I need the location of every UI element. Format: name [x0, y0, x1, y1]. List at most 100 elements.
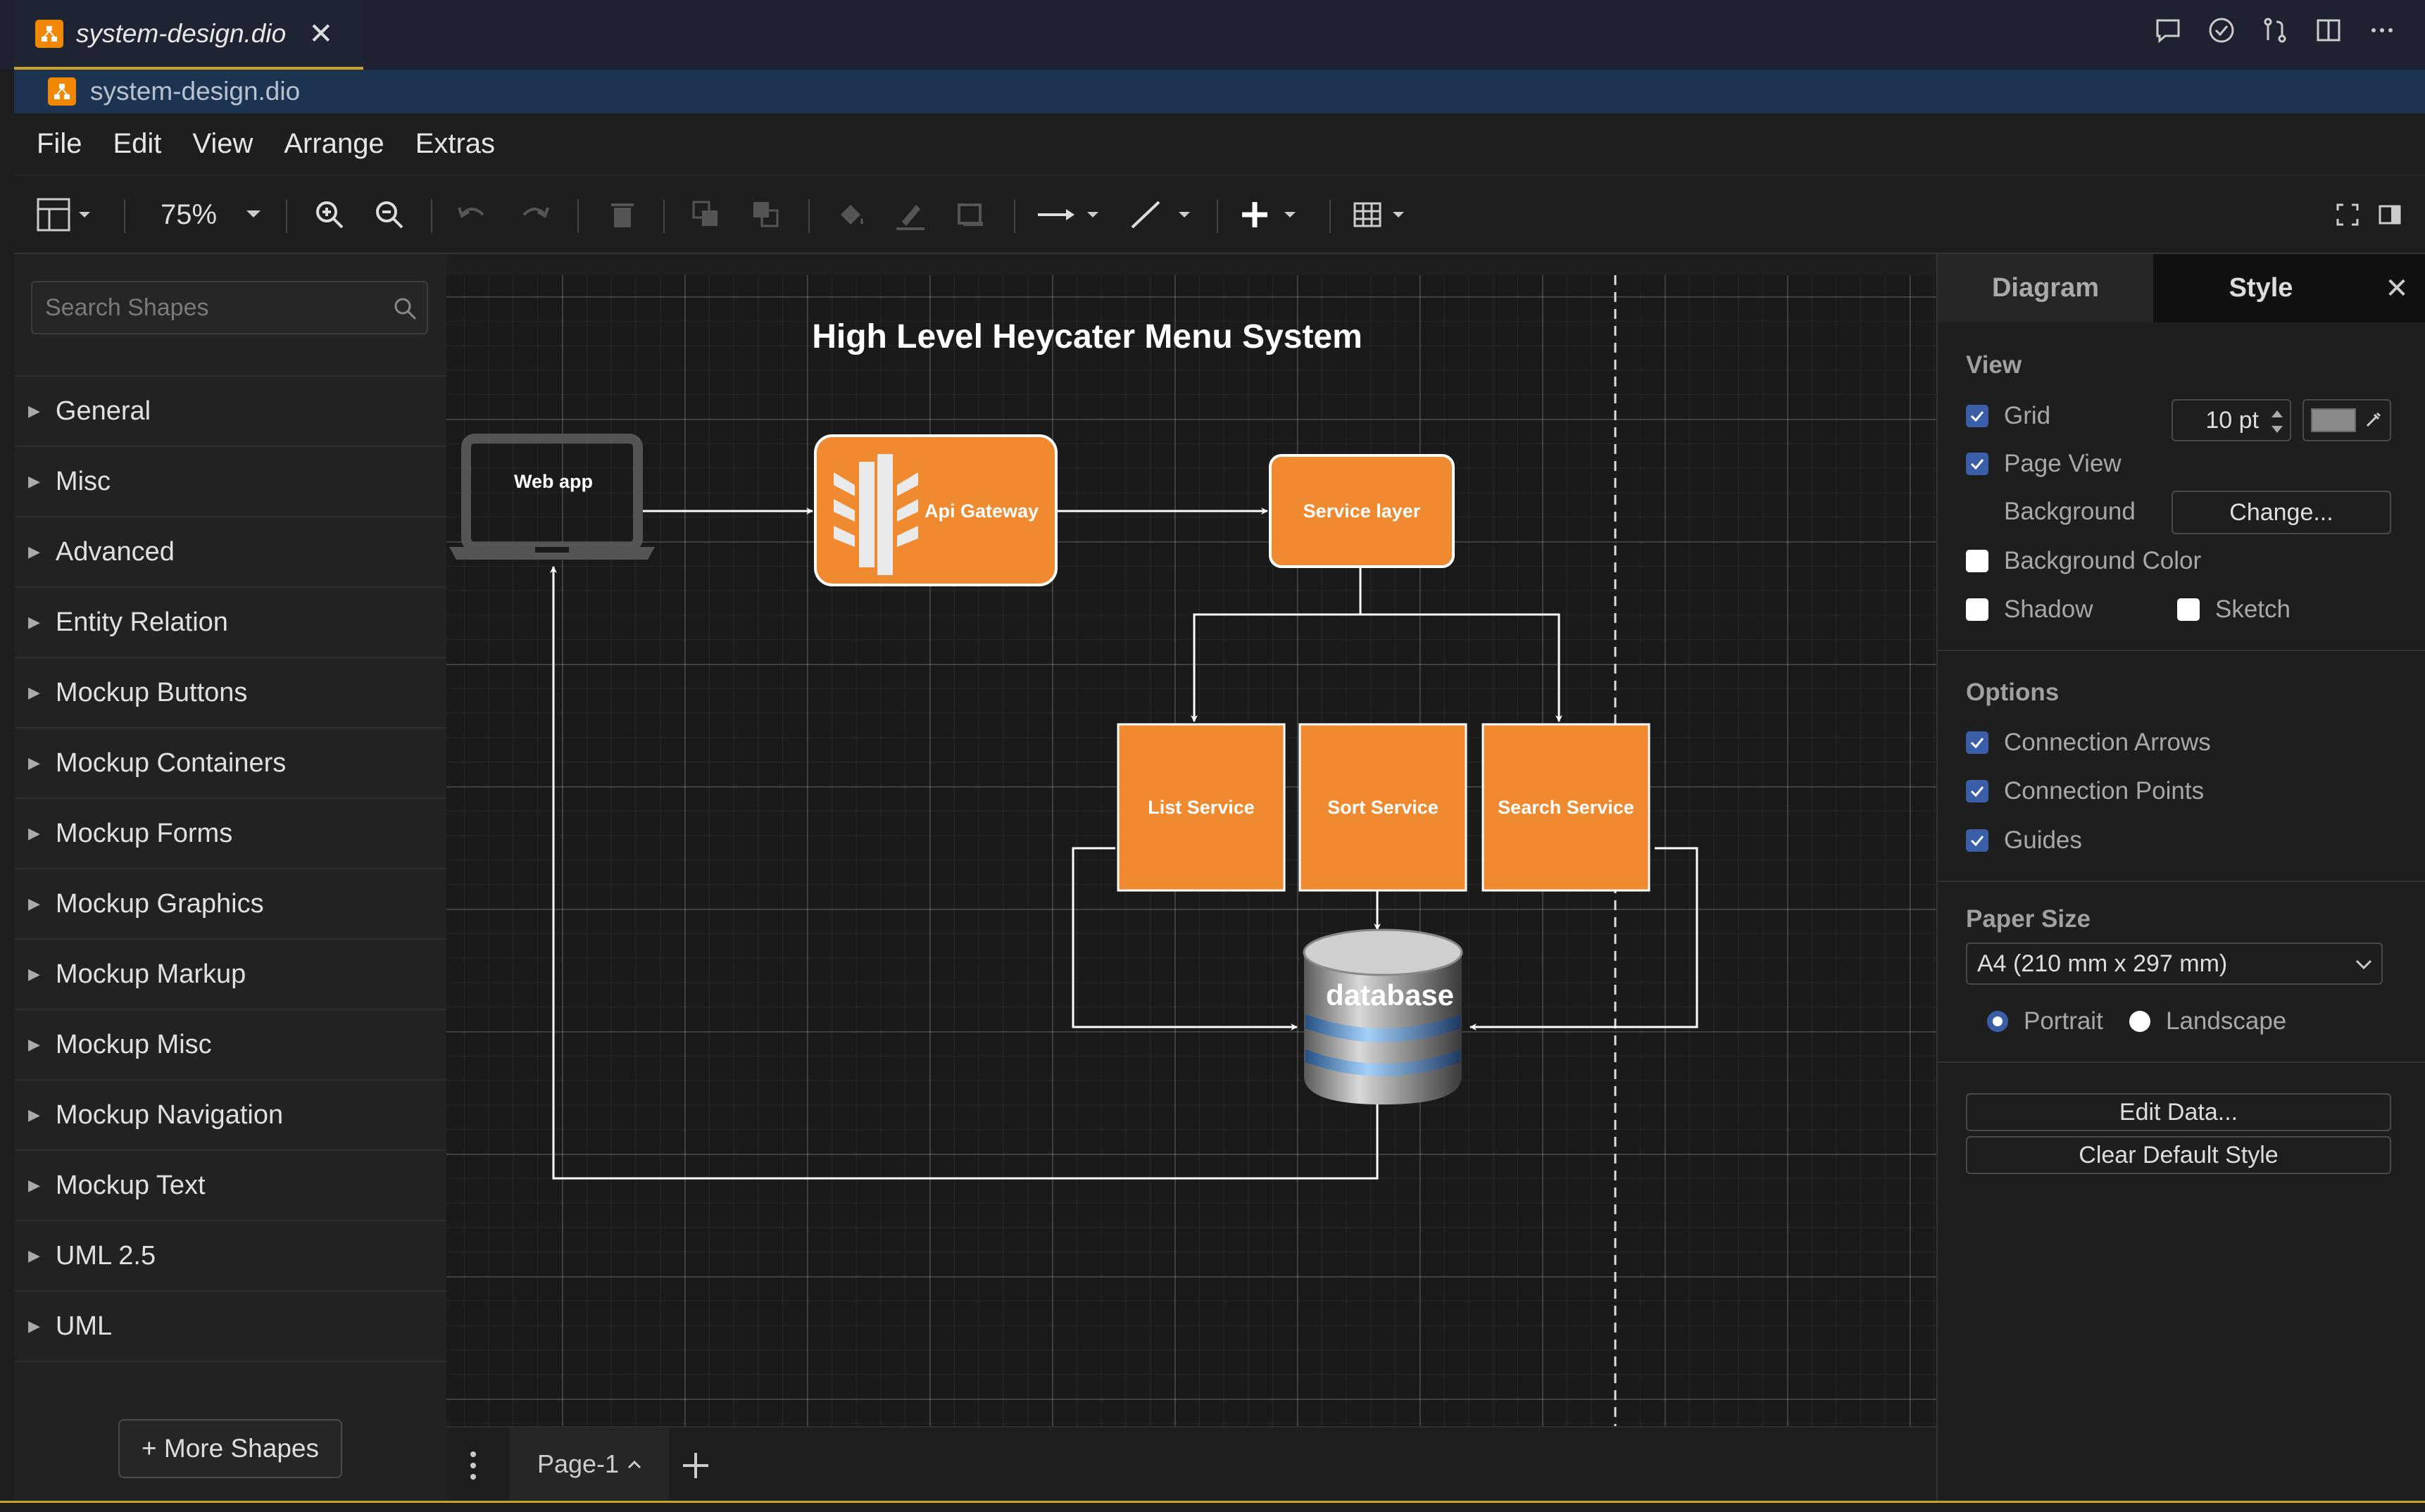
landscape-radio[interactable]: [2129, 1011, 2150, 1032]
category-mockup-forms[interactable]: ▶Mockup Forms: [14, 798, 446, 868]
delete-icon[interactable]: [603, 195, 642, 234]
shadow-icon[interactable]: [951, 195, 990, 234]
diagram-title[interactable]: High Level Heycater Menu System: [812, 318, 1362, 355]
toggle-format-panel-icon[interactable]: [2373, 195, 2407, 234]
tab-diagram[interactable]: Diagram: [1938, 254, 2153, 322]
breadcrumb-file[interactable]: system-design.dio: [90, 77, 301, 106]
category-advanced[interactable]: ▶Advanced: [14, 516, 446, 586]
table-button[interactable]: [1351, 195, 1428, 234]
more-shapes-button[interactable]: + More Shapes: [118, 1419, 342, 1478]
fullscreen-icon[interactable]: [2331, 195, 2364, 234]
line-color-icon[interactable]: [891, 195, 930, 234]
zoom-in-icon[interactable]: [310, 195, 349, 234]
eyedropper-icon[interactable]: [2363, 410, 2383, 430]
to-back-icon[interactable]: [746, 195, 786, 234]
paper-size-select[interactable]: A4 (210 mm x 297 mm): [1966, 943, 2383, 985]
category-uml[interactable]: ▶UML: [14, 1290, 446, 1361]
background-color-option[interactable]: Background Color: [1966, 547, 2201, 575]
edge-servicelayer-list[interactable]: [1191, 566, 1362, 722]
diagram-canvas[interactable]: High Level Heycater Menu System Web app: [446, 254, 1936, 1426]
close-tab-icon[interactable]: ✕: [308, 17, 334, 50]
add-page-icon[interactable]: [679, 1449, 713, 1482]
list-service-node[interactable]: List Service: [1117, 723, 1286, 892]
to-front-icon[interactable]: [687, 195, 726, 234]
editor-tab[interactable]: system-design.dio ✕: [14, 0, 363, 70]
menu-edit[interactable]: Edit: [113, 128, 162, 159]
page-view-checkbox[interactable]: [1966, 453, 1988, 475]
edge-database-webapp[interactable]: [550, 566, 1379, 1180]
search-shapes-input[interactable]: [32, 282, 370, 333]
waypoint-style-button[interactable]: [1127, 195, 1204, 234]
zoom-out-icon[interactable]: [370, 195, 409, 234]
connection-style-button[interactable]: [1035, 195, 1113, 234]
breadcrumb: system-design.dio: [14, 70, 2425, 113]
sort-service-node[interactable]: Sort Service: [1298, 723, 1467, 892]
service-layer-node[interactable]: Service layer: [1269, 454, 1455, 568]
grid-option[interactable]: Grid: [1966, 402, 2050, 430]
edge-search-database[interactable]: [1470, 847, 1698, 1031]
more-actions-icon[interactable]: [2367, 15, 2397, 45]
category-mockup-navigation[interactable]: ▶Mockup Navigation: [14, 1079, 446, 1149]
edit-data-button[interactable]: Edit Data...: [1966, 1093, 2391, 1131]
portrait-radio[interactable]: [1987, 1011, 2008, 1032]
shadow-checkbox[interactable]: [1966, 598, 1988, 621]
edge-servicelayer-search[interactable]: [1360, 613, 1562, 722]
connection-points-checkbox[interactable]: [1966, 780, 1988, 802]
menu-file[interactable]: File: [37, 128, 82, 159]
clear-default-style-button[interactable]: Clear Default Style: [1966, 1136, 2391, 1174]
search-service-node[interactable]: Search Service: [1481, 723, 1650, 892]
menu-view[interactable]: View: [192, 128, 253, 159]
category-misc[interactable]: ▶Misc: [14, 446, 446, 516]
category-mockup-containers[interactable]: ▶Mockup Containers: [14, 727, 446, 798]
connection-arrows-option[interactable]: Connection Arrows: [1966, 729, 2211, 757]
page-view-option[interactable]: Page View: [1966, 450, 2122, 478]
web-app-node[interactable]: Web app: [449, 434, 655, 560]
insert-button[interactable]: [1239, 195, 1317, 234]
portrait-option[interactable]: Portrait: [1987, 1007, 2103, 1035]
split-editor-icon[interactable]: [2314, 15, 2343, 45]
format-panel-toggle-button[interactable]: [35, 195, 99, 234]
grid-color-picker[interactable]: [2302, 399, 2391, 441]
background-color-checkbox[interactable]: [1966, 550, 1988, 572]
connection-points-option[interactable]: Connection Points: [1966, 777, 2204, 805]
grid-checkbox[interactable]: [1966, 405, 1988, 427]
category-mockup-graphics[interactable]: ▶Mockup Graphics: [14, 868, 446, 938]
check-circle-icon[interactable]: [2207, 15, 2236, 45]
git-compare-icon[interactable]: [2260, 15, 2290, 45]
search-icon[interactable]: [391, 295, 418, 322]
category-general[interactable]: ▶General: [14, 375, 446, 446]
redo-icon[interactable]: [515, 195, 555, 234]
menu-extras[interactable]: Extras: [415, 128, 496, 159]
comment-icon[interactable]: [2153, 15, 2183, 45]
caret-right-icon: ▶: [28, 613, 40, 631]
page-menu-icon[interactable]: [465, 1449, 482, 1482]
undo-icon[interactable]: [452, 195, 491, 234]
category-uml-2-5[interactable]: ▶UML 2.5: [14, 1220, 446, 1290]
close-panel-icon[interactable]: ✕: [2369, 254, 2425, 322]
category-entity-relation[interactable]: ▶Entity Relation: [14, 586, 446, 657]
category-mockup-text[interactable]: ▶Mockup Text: [14, 1149, 446, 1220]
guides-option[interactable]: Guides: [1966, 826, 2082, 855]
sketch-checkbox[interactable]: [2177, 598, 2200, 621]
laptop-base: [449, 547, 655, 560]
category-mockup-buttons[interactable]: ▶Mockup Buttons: [14, 657, 446, 727]
stepper-icon[interactable]: [2267, 406, 2287, 437]
zoom-select[interactable]: 75%: [141, 195, 282, 234]
category-mockup-misc[interactable]: ▶Mockup Misc: [14, 1009, 446, 1079]
shadow-label: Shadow: [2004, 596, 2093, 623]
sketch-option[interactable]: Sketch: [2177, 596, 2291, 624]
api-gateway-node[interactable]: Api Gateway: [814, 434, 1058, 586]
category-mockup-markup[interactable]: ▶Mockup Markup: [14, 938, 446, 1009]
edge-list-database[interactable]: [1072, 847, 1298, 1031]
fill-color-icon[interactable]: [831, 195, 870, 234]
menu-arrange[interactable]: Arrange: [284, 128, 384, 159]
change-background-button[interactable]: Change...: [2172, 491, 2391, 534]
connection-arrows-checkbox[interactable]: [1966, 731, 1988, 754]
page-tab[interactable]: Page-1: [510, 1428, 669, 1501]
tab-style[interactable]: Style: [2153, 254, 2369, 322]
shadow-option[interactable]: Shadow: [1966, 596, 2093, 624]
database-node[interactable]: database: [1303, 928, 1463, 1104]
guides-checkbox[interactable]: [1966, 829, 1988, 852]
landscape-option[interactable]: Landscape: [2129, 1007, 2286, 1035]
grid-size-input[interactable]: 10 pt: [2172, 399, 2291, 441]
